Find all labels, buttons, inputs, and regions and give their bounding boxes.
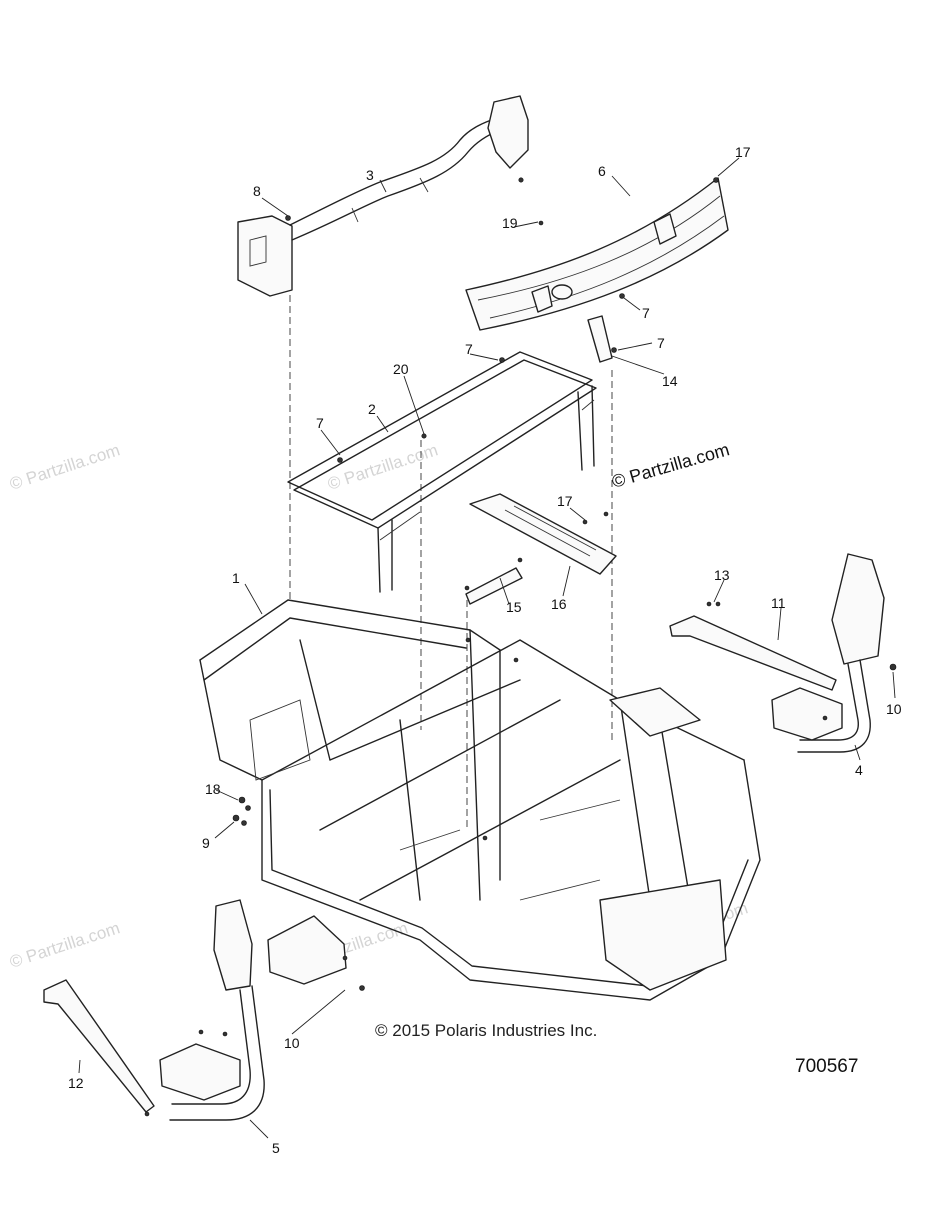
callout-20: 20 bbox=[393, 361, 409, 377]
part-12-rail bbox=[43, 979, 155, 1117]
watermark-left-bottom: © Partzilla.com bbox=[7, 918, 122, 971]
callout-16: 16 bbox=[551, 596, 567, 612]
diagram-reference-number: 700567 bbox=[795, 1056, 858, 1077]
callout-15: 15 bbox=[506, 599, 522, 615]
callout-6: 6 bbox=[598, 163, 606, 179]
callout-9: 9 bbox=[202, 835, 210, 851]
callout-10b: 10 bbox=[284, 1035, 300, 1051]
partzilla-watermark-text: © Partzilla.com bbox=[610, 439, 732, 492]
callout-5: 5 bbox=[272, 1140, 280, 1156]
callout-7b: 7 bbox=[465, 341, 473, 357]
watermark-left-top: © Partzilla.com bbox=[7, 440, 122, 493]
part-1-main-frame bbox=[199, 599, 761, 1001]
part-16-skid-plate bbox=[469, 493, 617, 575]
callout-18: 18 bbox=[205, 781, 221, 797]
callout-7d: 7 bbox=[657, 335, 665, 351]
part-6-dash-panel bbox=[465, 177, 729, 331]
part-5-side-bar bbox=[159, 899, 365, 1121]
part-2-rack-frame bbox=[287, 351, 597, 593]
callout-7c: 7 bbox=[642, 305, 650, 321]
callout-13: 13 bbox=[714, 567, 730, 583]
callout-12: 12 bbox=[68, 1075, 84, 1091]
callout-14: 14 bbox=[662, 373, 678, 389]
callout-7a: 7 bbox=[316, 415, 324, 431]
callout-4: 4 bbox=[855, 762, 863, 778]
callout-11: 11 bbox=[771, 595, 786, 611]
callout-3: 3 bbox=[366, 167, 374, 183]
callout-10a: 10 bbox=[886, 701, 902, 717]
callout-17a: 17 bbox=[557, 493, 573, 509]
callout-19: 19 bbox=[502, 215, 518, 231]
fasteners-18-9 bbox=[232, 796, 251, 826]
part-11-rail bbox=[669, 601, 837, 691]
part-14-brace bbox=[587, 315, 617, 363]
part-15-bracket bbox=[464, 557, 523, 605]
watermark-center-top: © Partzilla.com bbox=[325, 440, 440, 493]
callout-2: 2 bbox=[368, 401, 376, 417]
leader-lines bbox=[78, 157, 896, 1139]
copyright-text: © 2015 Polaris Industries Inc. bbox=[375, 1021, 597, 1040]
callout-17b: 17 bbox=[735, 144, 751, 160]
callout-1: 1 bbox=[232, 570, 240, 586]
callout-labels: 1 2 3 4 5 6 7 7 7 7 8 9 10 10 11 12 13 1… bbox=[68, 144, 902, 1156]
part-3-cross-tube bbox=[237, 95, 529, 297]
callout-8: 8 bbox=[253, 183, 261, 199]
part-4-side-bar bbox=[771, 553, 897, 753]
